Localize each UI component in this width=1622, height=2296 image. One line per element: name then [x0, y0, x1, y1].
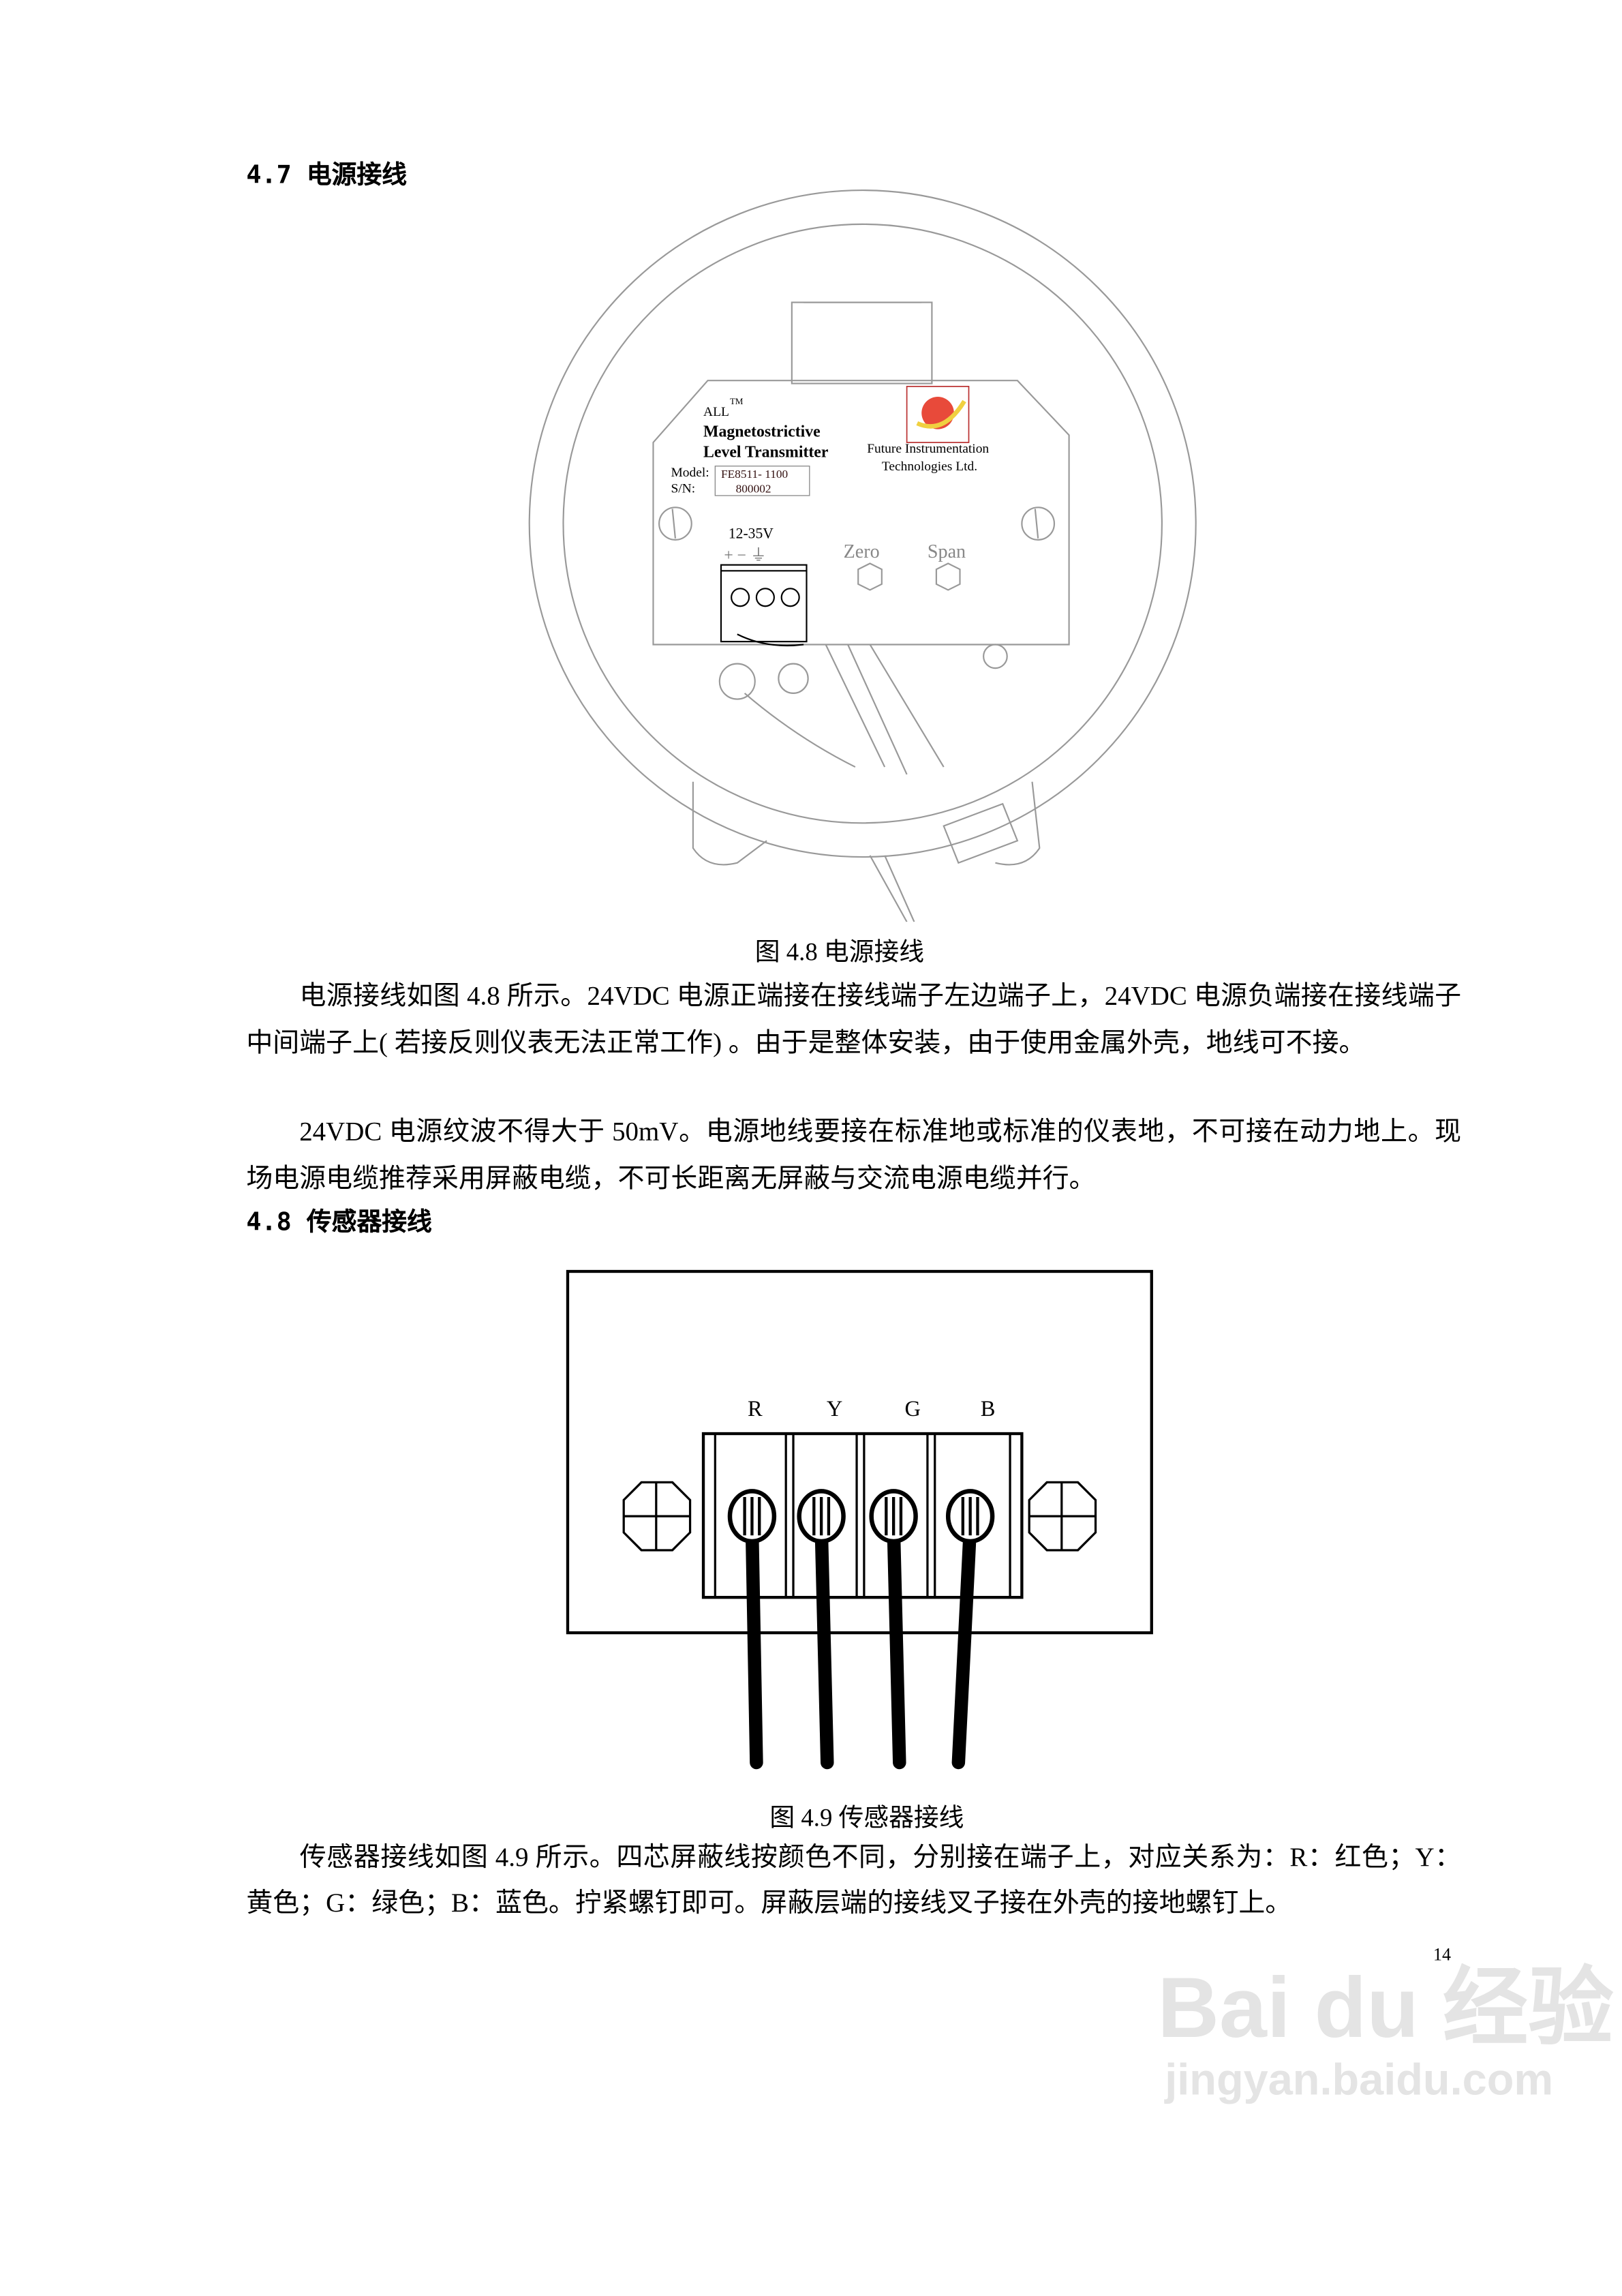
sensor-wiring-diagram: R Y G B	[566, 1269, 1153, 1770]
paragraph-sensor: 传感器接线如图 4.9 所示。四芯屏蔽线按颜色不同，分别接在端子上，对应关系为：…	[246, 1842, 1462, 1918]
span-pot	[935, 562, 961, 591]
circuit-plate	[652, 380, 1070, 646]
figure-4-9-caption: 图 4.9 传感器接线	[769, 1804, 964, 1832]
plate-screw-left	[658, 507, 692, 541]
baidu-jingyan-watermark: Bai du 经验 jingyan.baidu.com	[1157, 1960, 1614, 2105]
paragraph-power-2: 24VDC 电源纹波不得大于 50mV。电源地线要接在标准地或标准的仪表地，不可…	[246, 1116, 1462, 1194]
power-terminal-block	[720, 564, 808, 643]
svg-text:TM: TM	[730, 396, 744, 406]
product-name: Magnetostrictive	[703, 423, 821, 440]
connector-block	[791, 301, 933, 384]
sensor-wire	[814, 1520, 834, 1770]
ground-screw	[718, 663, 756, 700]
power-wiring-diagram: ALL TM Magnetostrictive Level Transmitte…	[528, 190, 1197, 922]
section-heading-4-7: 4.7 电源接线	[246, 160, 408, 191]
housing-inner-circle	[562, 223, 1163, 824]
housing-outer-circle	[528, 190, 1197, 858]
svg-text:Model:: Model:	[671, 466, 709, 480]
sensor-wire	[745, 1520, 763, 1770]
model-value: FE8511- 1100	[721, 468, 788, 481]
serial-number: 800002	[736, 483, 771, 496]
svg-text:Technologies Ltd.: Technologies Ltd.	[882, 459, 977, 474]
terminal-label-b: B	[981, 1397, 996, 1421]
bottom-lug	[692, 781, 767, 866]
mount-screw-right	[1028, 1481, 1097, 1552]
span-label: Span	[928, 541, 966, 562]
section-heading-4-8: 4.8 传感器接线	[246, 1207, 432, 1238]
svg-text:+ − ⏚: + − ⏚	[724, 547, 767, 564]
sensor-terminal-block	[701, 1432, 1024, 1599]
sensor-wire	[951, 1520, 977, 1770]
terminal-label-r: R	[748, 1397, 763, 1421]
svg-text:Level Transmitter: Level Transmitter	[703, 444, 829, 462]
zero-pot	[857, 562, 883, 591]
terminal-label-g: G	[905, 1397, 921, 1421]
terminal-label-y: Y	[827, 1397, 842, 1421]
plate-screw-right	[1021, 507, 1056, 541]
zero-label: Zero	[844, 541, 880, 562]
svg-text:S/N:: S/N:	[671, 482, 695, 496]
company-logo	[906, 385, 970, 443]
voltage-label: 12-35V	[729, 526, 774, 542]
figure-4-8-caption: 图 4.8 电源接线	[754, 938, 925, 967]
page-number: 14	[1433, 1944, 1451, 1965]
paragraph-power-1: 电源接线如图 4.8 所示。24VDC 电源正端接在接线端子左边端子上，24VD…	[246, 980, 1462, 1058]
bottom-lug	[995, 781, 1041, 866]
svg-text:Future Instrumentation: Future Instrumentation	[867, 442, 989, 456]
enclosure	[566, 1269, 1153, 1635]
svg-text:ALL: ALL	[703, 405, 729, 419]
mount-screw-left	[622, 1481, 692, 1552]
sensor-wire	[887, 1520, 906, 1770]
